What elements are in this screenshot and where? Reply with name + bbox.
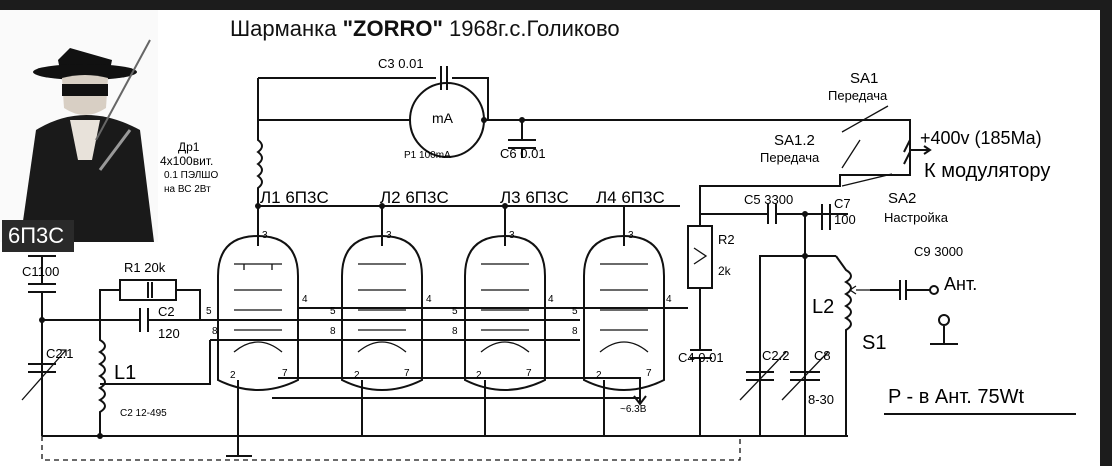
- meter-label: mA: [432, 110, 453, 126]
- c1-name: C1: [22, 264, 38, 279]
- pin-label: 2: [596, 370, 602, 381]
- sa12-sub: Передача: [760, 150, 820, 165]
- dr1-wire: 0.1 ПЭЛШО: [164, 170, 219, 181]
- c7-value: 100: [834, 212, 856, 227]
- c5-label: C5 3300: [744, 192, 793, 207]
- pin-label: 7: [646, 368, 652, 379]
- pin-label: 5: [206, 306, 212, 317]
- supply-label: +400v (185Ma): [920, 128, 1042, 148]
- modulator-label: К модулятору: [924, 160, 1051, 182]
- pin-label: 8: [330, 326, 336, 337]
- pin-label: 5: [572, 306, 578, 317]
- antenna-label: Ант.: [944, 274, 978, 294]
- r1-name: R1: [124, 260, 141, 275]
- c2-range-label: C2 12-495: [120, 408, 167, 419]
- c8-name: C8: [814, 348, 831, 363]
- pin-label: 4: [302, 294, 308, 305]
- r2-value: 2k: [718, 264, 731, 278]
- pin-label: 3: [386, 230, 392, 241]
- pin-label: 7: [282, 368, 288, 379]
- heater-label: ~6.3В: [620, 404, 647, 415]
- tube-l1: [217, 234, 299, 391]
- c9-label: C9 3000: [914, 244, 964, 259]
- c6-label: C6 0.01: [500, 146, 546, 161]
- c8-value: 8-30: [808, 392, 835, 407]
- c5-name: C5: [744, 192, 761, 207]
- s1-label: S1: [862, 332, 887, 354]
- c21-label: C2.1: [46, 346, 74, 361]
- c7-name: C7: [834, 196, 851, 211]
- pin-label: 2: [354, 370, 360, 381]
- tube-label-l1: Л1 6П3С: [260, 188, 329, 207]
- pin-label: 4: [548, 294, 554, 305]
- sa1-label: SA1: [850, 70, 879, 87]
- l2-label: L2: [812, 296, 835, 318]
- c1-label: C1100: [22, 264, 59, 279]
- pin-label: 7: [526, 368, 532, 379]
- page-title: Шарманка "ZORRO" 1968г.с.Голиково: [230, 16, 620, 42]
- tube-label-l4: Л4 6П3С: [596, 188, 665, 207]
- l1-label: L1: [114, 362, 137, 384]
- pin-label: 4: [426, 294, 432, 305]
- c3-label: C3 0.01: [378, 56, 424, 71]
- dr1-core: на ВС 2Вт: [164, 184, 211, 195]
- pin-label: 2: [230, 370, 236, 381]
- power-label: P - в Ант. 75Wt: [888, 386, 1025, 408]
- c3-value: 0.01: [398, 56, 424, 71]
- pin-label: 4: [666, 294, 672, 305]
- pin-label: 8: [212, 326, 218, 337]
- pin-label: 3: [628, 230, 634, 241]
- title-suffix: 1968г.с.Голиково: [442, 16, 620, 41]
- r1-value: 20k: [144, 260, 166, 275]
- c4-label: C4 0.01: [678, 350, 724, 365]
- sa2-label: SA2: [888, 190, 917, 207]
- pin-label: 8: [452, 326, 458, 337]
- r1-label: R1 20k: [124, 260, 165, 275]
- pin-label: 5: [452, 306, 458, 317]
- tube-label-l3: Л3 6П3С: [500, 188, 569, 207]
- c2-value: 120: [158, 326, 180, 341]
- pin-label: 7: [404, 368, 410, 379]
- c5-value: 3300: [764, 192, 794, 207]
- c3-name: C3: [378, 56, 395, 71]
- c22-label: C2.2: [762, 348, 790, 363]
- r2-resistor: [687, 225, 713, 289]
- c4-value: 0.01: [698, 350, 724, 365]
- r1-resistor: [119, 279, 177, 301]
- c4-name: C4: [678, 350, 695, 365]
- pin-label: 8: [572, 326, 578, 337]
- sa12-label: SA1.2: [774, 132, 815, 149]
- r2-name: R2: [718, 232, 735, 247]
- zorro-photo: 6П3С: [0, 10, 158, 252]
- tube-label-l2: Л2 6П3С: [380, 188, 449, 207]
- tube-badge: 6П3С: [2, 220, 74, 252]
- top-border: [0, 0, 1112, 10]
- c2-name: C2: [158, 304, 175, 319]
- right-border: [1100, 10, 1112, 466]
- zorro-illustration: [20, 39, 154, 242]
- sa1-sub: Передача: [828, 88, 888, 103]
- pin-label: 3: [509, 230, 515, 241]
- tube-l3: [464, 234, 546, 391]
- tube-l2: [341, 234, 423, 391]
- pin-label: 2: [476, 370, 482, 381]
- pin-label: 5: [330, 306, 336, 317]
- dr1-name: Др1: [178, 140, 200, 154]
- title-prefix: Шарманка: [230, 16, 343, 41]
- c6-name: C6: [500, 146, 517, 161]
- c6-value: 0.01: [520, 146, 546, 161]
- dr1-turns: 4x100вит.: [160, 154, 214, 168]
- sa2-sub: Настройка: [884, 210, 948, 225]
- pin-label: 3: [262, 230, 268, 241]
- title-name: "ZORRO": [342, 16, 443, 41]
- p1-label: P1 100mA: [404, 150, 451, 161]
- c1-value: 100: [37, 264, 60, 279]
- tube-l4: [583, 234, 665, 391]
